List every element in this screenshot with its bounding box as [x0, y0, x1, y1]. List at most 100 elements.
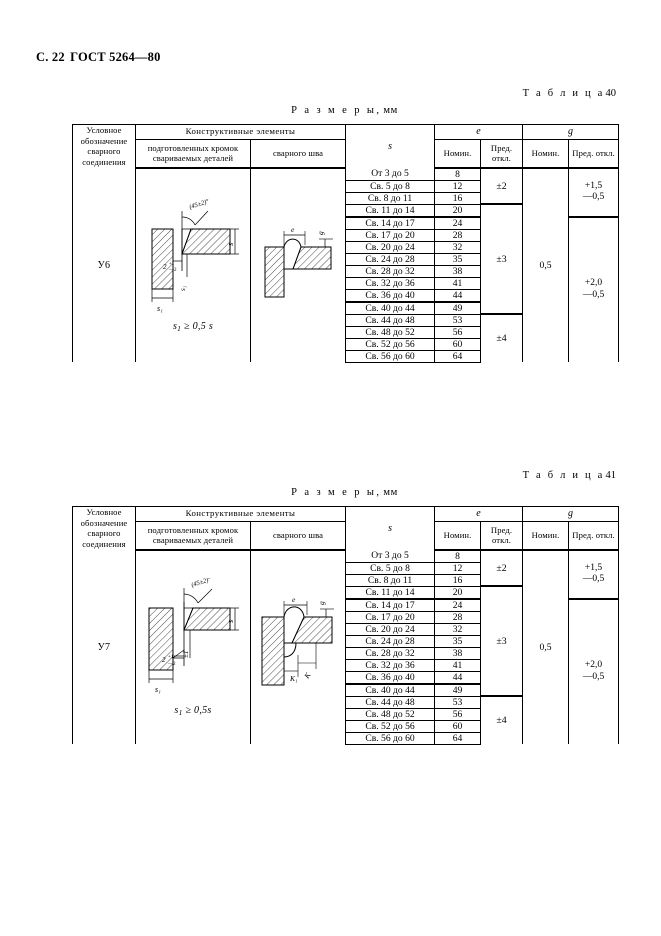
table-row: Св. 36 до 40 44 [73, 289, 619, 303]
s-range-cell: Св. 44 до 48 [345, 696, 436, 709]
svg-text:—2: —2 [168, 268, 177, 273]
table-row: Св. 32 до 36 41 [73, 277, 619, 290]
figure-note-s: s [174, 705, 179, 717]
table-row: Св. 48 до 52 56 [73, 708, 619, 721]
e-nominal-cell: 35 [434, 253, 482, 266]
header-g-deviation: Пред. откл. [568, 139, 620, 169]
g-deviation-pos: +1,5 [584, 562, 603, 573]
svg-text:s₁: s₁ [155, 685, 161, 694]
e-nominal-cell: 56 [434, 708, 482, 721]
g-deviation-cell: +1,5 —0,5 [568, 549, 620, 600]
table-row: Св. 24 до 28 35 [73, 635, 619, 648]
table-row: Св. 5 до 8 12 [73, 180, 619, 193]
header-e: e [434, 506, 524, 522]
e-nominal-cell: 60 [434, 720, 482, 733]
g-deviation-pos: +1,5 [584, 180, 603, 191]
header-g-nominal: Номин. [522, 521, 570, 551]
e-deviation-cell: ±4 [480, 314, 524, 363]
table-row: Св. 36 до 40 44 [73, 671, 619, 685]
e-nominal-cell: 32 [434, 241, 482, 254]
table-row: Св. 11 до 14 20 ±3 [73, 204, 619, 316]
table-row: Св. 20 до 24 32 [73, 241, 619, 254]
s-range-cell: От 3 до 5 [345, 549, 436, 563]
e-nominal-cell: 41 [434, 659, 482, 672]
s-range-cell: Св. 5 до 8 [345, 562, 436, 575]
e-nominal-cell: 38 [434, 265, 482, 278]
table-header-row-sub: подготовленных кромок свариваемых детале… [73, 139, 620, 169]
e-nominal-cell: 49 [434, 301, 482, 315]
table-caption-40: Т а б л и ц а40 [523, 88, 616, 99]
s-range-cell: Св. 8 до 11 [345, 192, 436, 205]
s-range-cell: Св. 32 до 36 [345, 277, 436, 290]
table-row: Св. 28 до 32 38 [73, 647, 619, 660]
e-nominal-cell: 64 [434, 350, 482, 363]
g-deviation-pos: +2,0 [584, 278, 603, 289]
g-deviation-neg: —0,5 [582, 672, 605, 683]
g-deviation-pos: +2,0 [584, 660, 603, 671]
s-range-cell: Св. 52 до 56 [345, 338, 436, 351]
e-nominal-cell: 64 [434, 732, 482, 745]
s-range-cell: Св. 48 до 52 [345, 708, 436, 721]
size-note-41: Р а з м е р ы,мм [0, 487, 661, 498]
table-caption-41: Т а б л и ц а41 [523, 470, 616, 481]
header-construction-elements: Конструктивные элементы [134, 124, 347, 140]
s-range-cell: Св. 36 до 40 [345, 289, 436, 303]
dimensions-table-40: Условное обозначение сварного соединения… [72, 123, 620, 363]
svg-text:K₁: K₁ [289, 674, 298, 683]
e-nominal-cell: 24 [434, 216, 482, 230]
header-e-nominal: Номин. [434, 521, 482, 551]
table-row: Св. 8 до 11 16 [73, 574, 619, 587]
table-header-row-sub: подготовленных кромок свариваемых детале… [73, 521, 620, 551]
e-nominal-cell: 8 [434, 549, 482, 563]
table-row: Св. 11 до 14 20 ±3 [73, 586, 619, 698]
e-deviation-cell: ±4 [480, 696, 524, 745]
table-row: Св. 40 до 44 49 [73, 683, 619, 697]
e-deviation-cell: ±3 [480, 204, 524, 316]
e-nominal-cell: 24 [434, 598, 482, 612]
s-range-cell: Св. 36 до 40 [345, 671, 436, 685]
table-caption-word: Т а б л и ц а [522, 88, 605, 99]
figure-note-u6: s1 ≥ 0,5 s [136, 321, 250, 333]
s-range-cell: Св. 24 до 28 [345, 253, 436, 266]
svg-text:e: e [291, 225, 295, 234]
e-nominal-cell: 38 [434, 647, 482, 660]
e-nominal-cell: 53 [434, 696, 482, 709]
header-s: s [345, 123, 436, 168]
table-row: Св. 56 до 60 64 [73, 732, 619, 745]
table-row: Св. 32 до 36 41 [73, 659, 619, 672]
header-prepared-edges: подготовленных кромок свариваемых детале… [135, 139, 251, 169]
figure-prepared-edges-u7: (45±2)° s 2 +1 —2 [135, 549, 251, 745]
figure-note-sub: 1 [177, 323, 182, 333]
svg-text:(45±2)°: (45±2)° [190, 578, 212, 589]
g-nominal-cell: 0,5 [522, 549, 570, 745]
figure-weld-seam-u7: e g K₁ K [249, 549, 347, 745]
size-note-units: мм [383, 105, 398, 116]
e-nominal-cell: 20 [434, 204, 482, 218]
e-nominal-cell: 12 [434, 562, 482, 575]
header-weld-seam: сварного шва [249, 521, 347, 551]
table-row: Св. 52 до 56 60 [73, 338, 619, 351]
svg-text:±1: ±1 [182, 651, 190, 658]
dimensions-table-41: Условное обозначение сварного соединения… [72, 505, 620, 745]
e-nominal-cell: 28 [434, 611, 482, 624]
s-range-cell: Св. 28 до 32 [345, 647, 436, 660]
svg-text:s: s [226, 243, 235, 246]
e-nominal-cell: 44 [434, 289, 482, 303]
svg-text:s: s [226, 620, 235, 623]
header-e-deviation: Пред. откл. [480, 139, 524, 169]
table-header-row-top: Условное обозначение сварного соединения… [72, 123, 620, 168]
e-nominal-cell: 12 [434, 180, 482, 193]
s-range-cell: Св. 52 до 56 [345, 720, 436, 733]
table-row: У6 [72, 167, 620, 363]
standard-designation: ГОСТ 5264—80 [70, 50, 161, 64]
e-nominal-cell: 41 [434, 277, 482, 290]
table-row: Св. 44 до 48 53 ±4 [73, 696, 619, 745]
s-range-cell: Св. 20 до 24 [345, 623, 436, 636]
g-deviation-neg: —0,5 [582, 192, 605, 203]
figure-note-u7: s1 ≥ 0,5s [136, 705, 250, 717]
s-range-cell: Св. 14 до 17 [345, 216, 436, 230]
header-e-nominal: Номин. [434, 139, 482, 169]
e-nominal-cell: 8 [434, 167, 482, 181]
s-range-cell: Св. 17 до 20 [345, 611, 436, 624]
e-nominal-cell: 28 [434, 229, 482, 242]
